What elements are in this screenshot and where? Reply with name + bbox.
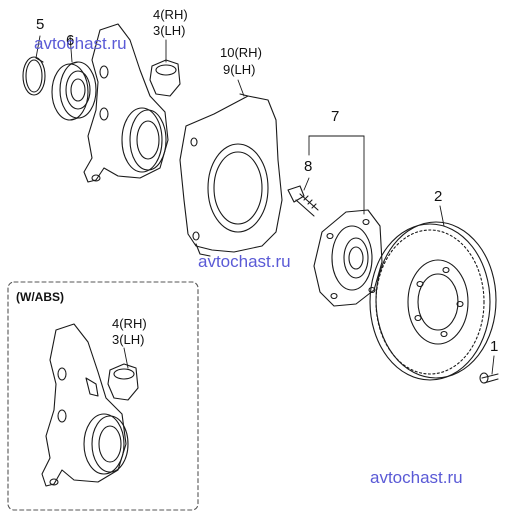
part-label-2: 2 xyxy=(434,188,443,205)
part-label-10-rh: 10(RH) xyxy=(220,45,262,60)
watermark-middle: avtochast.ru xyxy=(198,252,291,271)
abs-inset-border xyxy=(7,281,199,511)
wheel-bearing-part xyxy=(51,61,97,121)
steering-knuckle-top-part xyxy=(83,23,181,183)
part-label-9-lh: 9(LH) xyxy=(223,62,256,77)
watermark-bottom: avtochast.ru xyxy=(370,468,463,487)
part-label-1: 1 xyxy=(490,338,499,355)
dust-cover-part xyxy=(179,93,283,257)
part-label-5: 5 xyxy=(36,16,45,33)
part-label-4-rh-top: 4(RH) xyxy=(153,7,188,22)
steering-knuckle-abs-part xyxy=(41,323,139,487)
part-label-7: 7 xyxy=(331,108,340,125)
brake-disc-part xyxy=(369,221,497,381)
hub-bolt-part xyxy=(287,185,319,217)
part-label-4-rh-abs: 4(RH) xyxy=(112,316,147,331)
part-label-3-lh-top: 3(LH) xyxy=(153,23,186,38)
part-label-8: 8 xyxy=(304,158,313,175)
wheel-hub-part xyxy=(313,209,383,307)
snap-ring-part xyxy=(22,56,46,96)
abs-inset-title: (W/ABS) xyxy=(16,290,64,304)
watermark-top: avtochast.ru xyxy=(34,34,127,53)
part-label-6: 6 xyxy=(66,32,75,49)
disc-screw-part xyxy=(479,372,499,384)
part-label-3-lh-abs: 3(LH) xyxy=(112,332,145,347)
